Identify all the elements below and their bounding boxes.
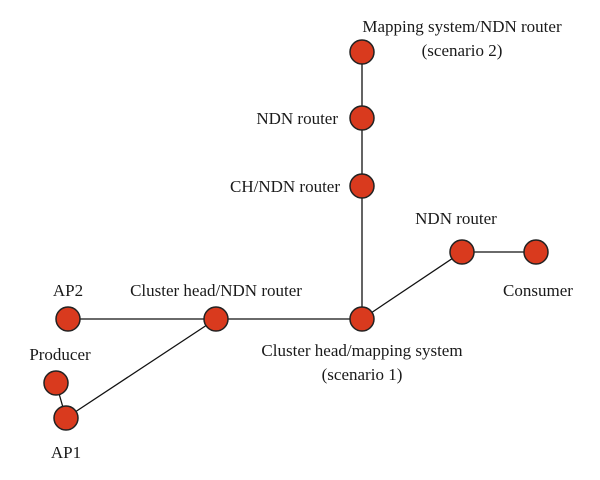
label-mapping-system-line2: (scenario 2) <box>422 41 503 60</box>
label-consumer: Consumer <box>503 281 573 300</box>
node-ch-ndn-router[interactable] <box>349 173 375 199</box>
node-mapping-system-top[interactable] <box>349 39 375 65</box>
label-producer: Producer <box>29 345 91 364</box>
label-cluster-head-mapping-line2: (scenario 1) <box>322 365 403 384</box>
nodes <box>43 39 549 431</box>
label-cluster-head-mapping-line1: Cluster head/mapping system <box>261 341 462 360</box>
edges <box>55 52 536 419</box>
label-ndn-router-right: NDN router <box>415 209 497 228</box>
node-cluster-head-mapping-system[interactable] <box>349 306 375 332</box>
label-ch-ndn-router: CH/NDN router <box>230 177 340 196</box>
label-ap2: AP2 <box>53 281 83 300</box>
edge-cluster-head-ndn-to-ap1 <box>65 318 217 419</box>
edge-cluster-head-mapping-to-ndn-right <box>361 251 463 320</box>
label-cluster-head-ndn-router: Cluster head/NDN router <box>130 281 302 300</box>
label-mapping-system-line1: Mapping system/NDN router <box>362 17 562 36</box>
node-ndn-router-right[interactable] <box>449 239 475 265</box>
node-ap1[interactable] <box>53 405 79 431</box>
label-ndn-router-upper: NDN router <box>256 109 338 128</box>
node-consumer[interactable] <box>523 239 549 265</box>
labels: Mapping system/NDN router (scenario 2) N… <box>29 17 573 462</box>
label-ap1: AP1 <box>51 443 81 462</box>
node-producer[interactable] <box>43 370 69 396</box>
node-ap2[interactable] <box>55 306 81 332</box>
node-cluster-head-ndn-router[interactable] <box>203 306 229 332</box>
node-ndn-router-upper[interactable] <box>349 105 375 131</box>
